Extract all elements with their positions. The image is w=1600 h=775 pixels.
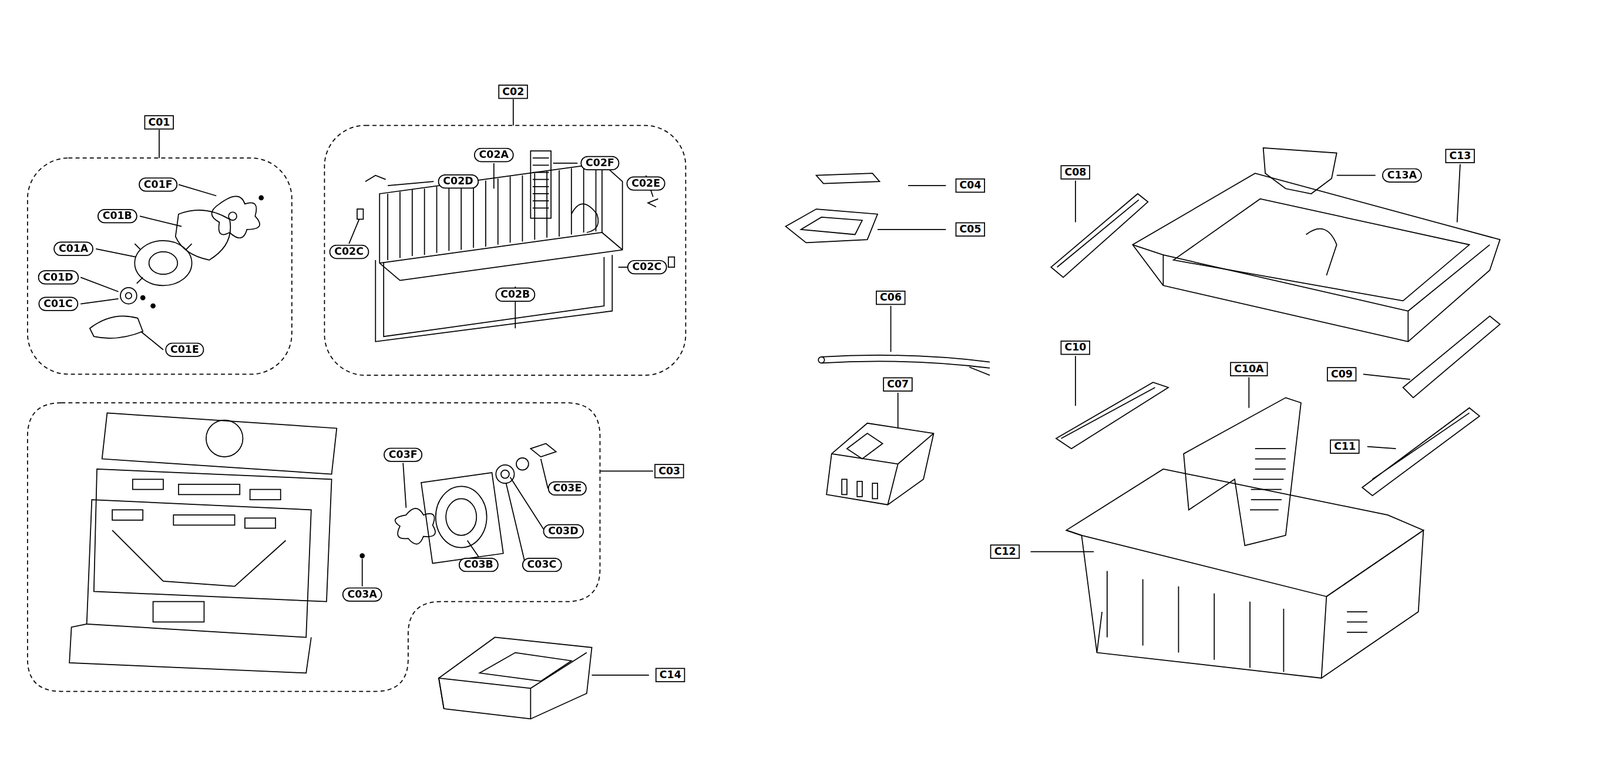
callout-number: C01B [97,209,138,224]
control-board-part [69,412,557,674]
callout-number: C08 [1060,165,1091,180]
callout-number: C04 [955,178,986,193]
callout-number: C05 [955,222,986,237]
callout-number: C02B [495,287,536,302]
callout-number: C12 [990,544,1021,559]
group-outline [27,158,292,375]
callout-number: C10 [1060,340,1091,355]
callout-number: C13A [1382,168,1423,183]
callout-number: C03E [548,481,587,496]
callout-number: C10A [1229,362,1268,377]
group-outline [324,125,686,376]
callout-number: C03F [383,447,423,462]
callout-number: C01A [53,241,94,257]
callout-number: C02A [474,148,514,163]
callout-number: C11 [1329,439,1360,455]
callout-number: C01E [165,343,204,358]
callout-number: C01C [38,296,78,311]
fan-motor-part [89,195,264,339]
callout-number: C03 [654,464,685,479]
callout-number: C03C [522,558,562,573]
callout-number: C02C [329,244,369,260]
tray-part [438,637,593,720]
callout-number: C02D [438,174,479,189]
callout-number: C14 [655,668,686,683]
callout-number: C07 [882,377,913,392]
callout-number: C06 [875,290,906,305]
callout-number: C03A [342,587,383,602]
callout-number: C09 [1326,367,1357,382]
callout-number: C01D [38,270,79,285]
callout-number: C02C [627,260,667,275]
drawer-parts [785,148,1501,679]
callout-number: C02F [580,156,620,171]
callout-number: C03D [543,524,584,539]
callout-number: C13 [1445,149,1476,164]
callout-number: C03B [458,558,499,573]
callout-number: C01F [138,177,178,192]
leader-line [80,98,1461,675]
group-outline [27,402,601,692]
callout-number: C02 [498,84,529,99]
callout-number: C01 [144,115,175,130]
callout-number: C02E [626,176,666,191]
